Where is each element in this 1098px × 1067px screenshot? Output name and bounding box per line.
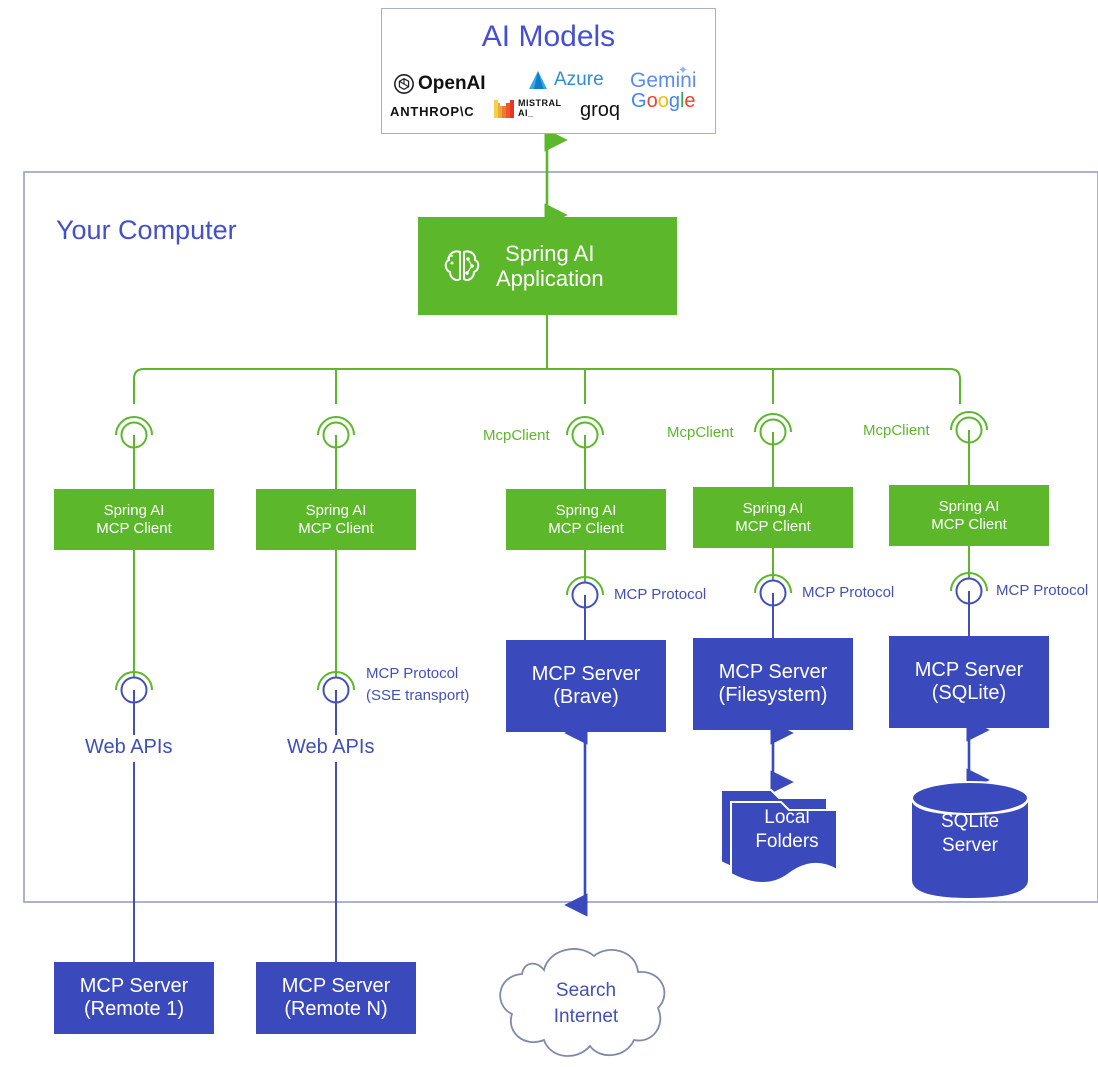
sqlite-label: MCP Server(SQLite)	[914, 659, 1024, 704]
mcp-client-connector-5	[950, 411, 988, 486]
mcp-protocol-connector-3	[950, 572, 988, 636]
web-apis-label-1: Web APIs	[85, 736, 173, 758]
mcp-client-connector-label-5: McpClient	[863, 422, 930, 439]
mcp-client-connector-label-3: McpClient	[483, 427, 550, 444]
mcp-server-sqlite[interactable]: MCP Server(SQLite)	[889, 636, 1049, 728]
web-apis-label-2: Web APIs	[287, 736, 375, 758]
mcp-server-remote-1[interactable]: MCP Server(Remote 1)	[54, 962, 214, 1034]
mistral-icon	[494, 99, 514, 118]
openai-logo: OpenAI	[393, 73, 486, 95]
folders-icon	[720, 789, 838, 884]
ai-models-panel: AI Models OpenAI ANTHROP\C	[381, 8, 716, 134]
mistral-sub-label: AI_	[518, 107, 534, 118]
mcp-server-filesystem[interactable]: MCP Server(Filesystem)	[693, 638, 853, 730]
mcp-protocol-label-2: MCP Protocol	[802, 584, 895, 601]
mcp-protocol-connector-1	[566, 576, 604, 640]
spring-ai-application-label: Spring AI Application	[496, 240, 604, 291]
mcp-server-brave[interactable]: MCP Server(Brave)	[506, 640, 666, 732]
openai-label: OpenAI	[418, 73, 486, 94]
your-computer-title: Your Computer	[56, 215, 237, 245]
mcp-client-connector-label-4: McpClient	[667, 424, 734, 441]
azure-icon	[529, 71, 547, 89]
mcp-protocol-label-3: MCP Protocol	[996, 582, 1089, 599]
azure-label: Azure	[554, 69, 604, 90]
client-bus	[133, 368, 961, 404]
database-cylinder-icon	[911, 781, 1029, 898]
mcp-client-connector-2	[317, 416, 355, 489]
brain-circuit-icon	[444, 250, 480, 282]
gemini-logo: ✦ Gemini Google	[630, 63, 697, 113]
gemini-label: Gemini	[630, 69, 697, 92]
sse-connector-2	[317, 671, 355, 735]
search-internet-label: Search Internet	[553, 980, 619, 1027]
mistral-label: MISTRAL	[518, 98, 562, 108]
azure-logo: Azure	[525, 69, 604, 91]
mcp-client-connector-4	[754, 413, 792, 487]
mistral-logo: MISTRAL AI_	[494, 98, 562, 119]
mcp-protocol-label-1: MCP Protocol	[614, 586, 707, 603]
groq-logo: groq	[580, 99, 621, 121]
openai-icon	[394, 74, 414, 94]
remote-1-label: MCP Server(Remote 1)	[79, 975, 189, 1020]
remote-n-label: MCP Server(Remote N)	[281, 975, 391, 1020]
filesystem-label: MCP Server(Filesystem)	[718, 661, 828, 706]
spring-ai-application-box[interactable]: Spring AI Application	[418, 217, 677, 315]
ai-models-title: AI Models	[481, 20, 616, 53]
mcp-client-connector-3	[566, 416, 604, 489]
sse-transport-label: MCP Protocol (SSE transport)	[366, 665, 470, 704]
brave-label: MCP Server(Brave)	[531, 663, 641, 708]
mcp-protocol-connector-2	[754, 574, 792, 638]
anthropic-logo: ANTHROP\C	[390, 104, 475, 119]
sparkle-icon: ✦	[678, 63, 689, 77]
mcp-client-connector-1	[115, 416, 153, 489]
sse-connector-1	[115, 671, 153, 735]
mcp-server-remote-n[interactable]: MCP Server(Remote N)	[256, 962, 416, 1034]
search-internet-cloud[interactable]: Search Internet	[466, 932, 706, 1057]
google-logo: Google	[631, 90, 696, 112]
